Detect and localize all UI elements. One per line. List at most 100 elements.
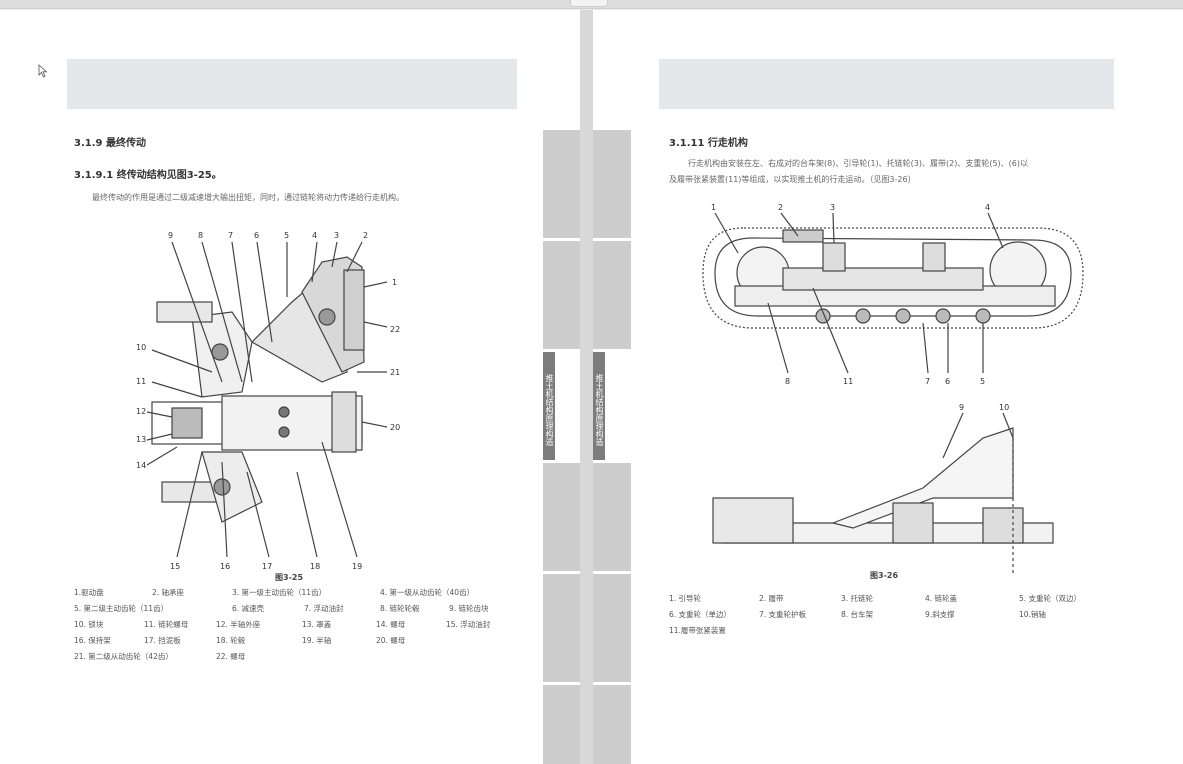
chapter-tab[interactable] [543,463,580,571]
legend-row: 21. 第二级从动齿轮（42齿） 22. 螺母 [74,651,514,667]
legend-item: 2. 轴承座 [152,588,185,597]
intro-line-2: 及履带张紧装置(11)等组成，以实现推土机的行走运动。（见图3-26） [669,175,916,184]
chapter-tab[interactable] [543,685,580,764]
legend-item: 17. 挡泥板 [144,636,181,645]
legend-item: 8. 链轮轮毂 [380,604,420,613]
figure-caption: 图3-26 [870,571,899,580]
callout-10: 10 [999,403,1009,412]
callout-7: 7 [925,377,930,386]
callout-8: 8 [785,377,790,386]
chapter-tab[interactable] [593,685,631,764]
legend-item: 15. 浮动油封 [446,620,491,629]
chapter-tab[interactable] [593,463,631,571]
legend-item: 1.驱动盘 [74,588,104,597]
legend-item: 19. 半轴 [302,636,332,645]
callout-3: 3 [830,203,835,212]
legend-row: 16. 保持架 17. 挡泥板 18. 轮毂 19. 半轴 20. 螺母 [74,635,514,651]
legend-row: 1.驱动盘 2. 轴承座 3. 第一级主动齿轮（11齿） 4. 第一级从动齿轮（… [74,587,514,603]
callout-8: 8 [198,231,203,240]
callout-4: 4 [312,231,317,240]
legend-item: 5. 支重轮（双边） [1019,594,1082,603]
callout-7: 7 [228,231,233,240]
legend-item: 6. 支重轮（单边） [669,610,732,619]
chapter-tab[interactable] [543,130,580,238]
legend-item: 22. 螺母 [216,652,246,661]
callout-10: 10 [136,343,146,352]
callout-5: 5 [980,377,985,386]
legend-item: 12. 半轴外座 [216,620,261,629]
intro-line-1: 行走机构由安装在左、右成对的台车架(8)、引导轮(1)、托链轮(3)、履带(2)… [688,159,1028,168]
callout-11: 11 [136,377,146,386]
chapter-tab-active[interactable]: 推土机结构原理构造 [543,352,555,460]
callout-14: 14 [136,461,146,470]
callout-9: 9 [959,403,964,412]
legend-item: 1. 引导轮 [669,594,702,603]
callout-16: 16 [220,562,230,571]
callout-18: 18 [310,562,320,571]
callout-2: 2 [363,231,368,240]
callout-15: 15 [170,562,180,571]
callout-20: 20 [390,423,400,432]
legend-item: 7. 浮动油封 [304,604,344,613]
legend-item: 6. 减速壳 [232,604,265,613]
callout-19: 19 [352,562,362,571]
legend-item: 9. 链轮齿块 [449,604,489,613]
callout-21: 21 [390,368,400,377]
legend-item: 10.销轴 [1019,610,1046,619]
chapter-tab[interactable] [593,574,631,682]
viewer-top-bar [0,0,1183,9]
callout-2: 2 [778,203,783,212]
callout-9: 9 [168,231,173,240]
undercarriage-diagram: 1 2 3 4 5 6 7 8 11 9 10 [702,203,1084,573]
legend-row: 1. 引导轮 2. 履带 3. 托链轮 4. 链轮盖 5. 支重轮（双边） [669,593,1119,609]
legend-item: 4. 第一级从动齿轮（40齿） [380,588,475,597]
legend-item: 10. 锁块 [74,620,104,629]
mouse-cursor-icon [38,64,48,78]
legend-item: 3. 第一级主动齿轮（11齿） [232,588,327,597]
chapter-tab[interactable] [543,241,580,349]
top-drag-handle[interactable] [570,0,608,7]
callout-5: 5 [284,231,289,240]
parts-legend: 1. 引导轮 2. 履带 3. 托链轮 4. 链轮盖 5. 支重轮（双边） 6.… [669,593,1119,641]
legend-item: 14. 螺母 [376,620,406,629]
callout-6: 6 [945,377,950,386]
parts-legend: 1.驱动盘 2. 轴承座 3. 第一级主动齿轮（11齿） 4. 第一级从动齿轮（… [74,587,514,667]
chapter-tab[interactable] [593,130,631,238]
chapter-tab[interactable] [593,241,631,349]
legend-item: 11.履带张紧装置 [669,626,726,635]
chapter-tabs-right: 推土机结构原理构造 [593,130,631,764]
final-drive-diagram: 9 8 7 6 5 4 3 2 1 22 21 20 10 11 12 13 1… [136,231,400,571]
legend-item: 11. 链轮螺母 [144,620,189,629]
legend-item: 13. 罩盖 [302,620,332,629]
page-gutter [580,10,593,764]
legend-item: 16. 保持架 [74,636,111,645]
legend-item: 5. 第二级主动齿轮（11齿） [74,604,169,613]
section-heading: 3.1.9 最终传动 [74,138,146,149]
legend-row: 11.履带张紧装置 [669,625,1119,641]
legend-item: 4. 链轮盖 [925,594,958,603]
legend-row: 6. 支重轮（单边） 7. 支重轮护板 8. 台车架 9.斜支撑 10.销轴 [669,609,1119,625]
callout-11: 11 [843,377,853,386]
intro-paragraph: 最终传动的作用是通过二级减速增大输出扭矩，同时，通过链轮将动力传递给行走机构。 [92,193,404,202]
callout-13: 13 [136,435,146,444]
section-heading: 3.1.11 行走机构 [669,138,748,149]
chapter-tab-active[interactable]: 推土机结构原理构造 [593,352,605,460]
legend-item: 21. 第二级从动齿轮（42齿） [74,652,173,661]
right-page: 3.1.11 行走机构 行走机构由安装在左、右成对的台车架(8)、引导轮(1)、… [593,10,1183,764]
callout-12: 12 [136,407,146,416]
legend-item: 18. 轮毂 [216,636,246,645]
legend-item: 20. 螺母 [376,636,406,645]
callout-3: 3 [334,231,339,240]
chapter-tabs-left: 推土机结构原理构造 [543,130,580,764]
header-banner [659,59,1114,109]
legend-item: 9.斜支撑 [925,610,955,619]
header-banner [67,59,517,109]
callout-6: 6 [254,231,259,240]
figure-caption: 图3-25 [275,573,304,582]
callout-17: 17 [262,562,272,571]
subsection-heading: 3.1.9.1 终传动结构见图3-25。 [74,170,222,181]
chapter-tab[interactable] [543,574,580,682]
legend-item: 3. 托链轮 [841,594,874,603]
callout-1: 1 [392,278,397,287]
callout-22: 22 [390,325,400,334]
